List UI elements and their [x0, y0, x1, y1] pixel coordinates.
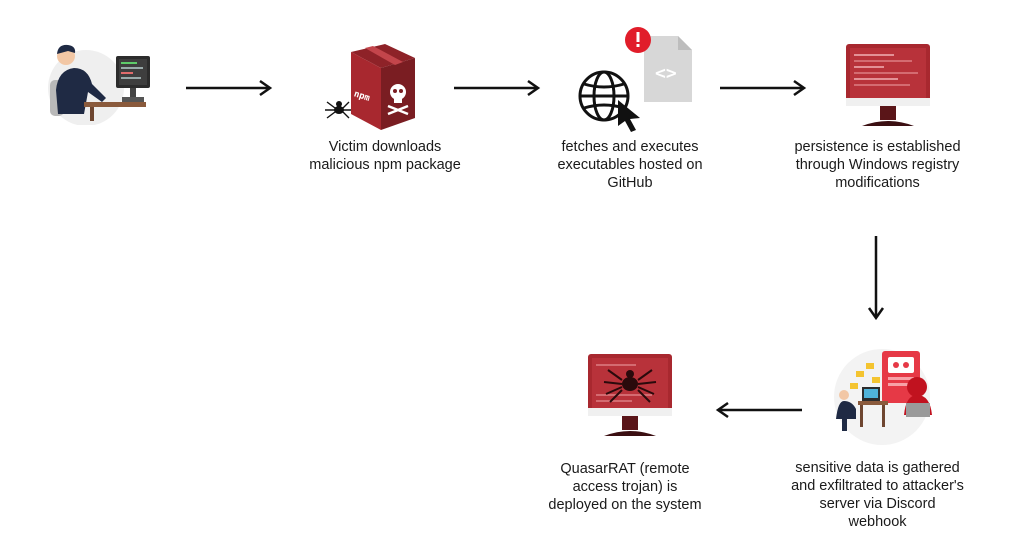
package-label: npm	[352, 89, 371, 104]
svg-text:<>: <>	[655, 63, 677, 84]
spider-monitor-icon	[588, 354, 672, 436]
arrow-exfiltrate-to-rat	[715, 401, 802, 419]
step-fetch-caption: fetches and executes executables hosted …	[557, 139, 703, 191]
spider-icon	[325, 101, 351, 119]
infected-monitor-icon	[846, 44, 930, 126]
step-victim	[44, 40, 154, 125]
malicious-package-icon: npm	[325, 44, 415, 130]
step-download-caption: Victim downloads malicious npm package	[309, 139, 461, 173]
step-persistence-caption: persistence is established through Windo…	[794, 139, 961, 191]
arrow-download-to-fetch	[454, 79, 541, 97]
data-exfiltration-icon	[834, 349, 932, 445]
step-rat: QuasarRAT (remote access trojan) is depl…	[520, 350, 730, 520]
step-exfiltrate: sensitive data is gathered and exfiltrat…	[770, 345, 985, 535]
arrow-victim-to-download	[186, 79, 273, 97]
step-exfiltrate-caption: sensitive data is gathered and exfiltrat…	[791, 460, 964, 530]
globe-cursor-code-file-icon: <>	[578, 27, 692, 132]
cursor-icon	[618, 100, 640, 132]
person-at-computer-icon	[48, 44, 150, 125]
arrow-fetch-to-persistence	[720, 79, 807, 97]
step-rat-caption: QuasarRAT (remote access trojan) is depl…	[548, 461, 702, 513]
step-persistence: persistence is established through Windo…	[770, 40, 985, 200]
step-download: npm Victim downloads malicious npm packa…	[255, 40, 515, 180]
step-fetch: <> fetches and executes executables host…	[520, 26, 740, 196]
arrow-persistence-to-exfiltrate	[867, 236, 885, 321]
